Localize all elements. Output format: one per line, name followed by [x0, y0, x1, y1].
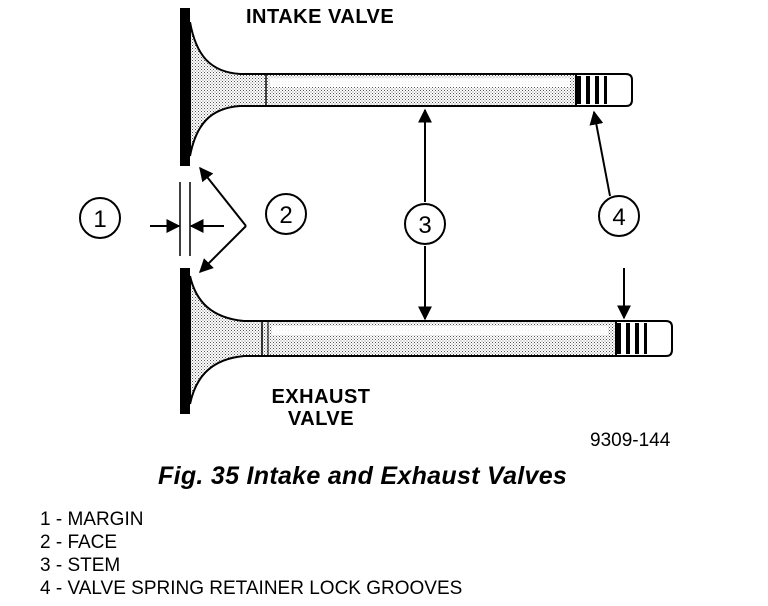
exhaust-valve	[180, 268, 673, 414]
exhaust-lock-grooves	[615, 320, 673, 357]
figure-caption: Fig. 35 Intake and Exhaust Valves	[158, 462, 568, 490]
exhaust-valve-label-line1: EXHAUST	[271, 386, 371, 408]
exhaust-valve-label-line2: VALVE	[287, 408, 355, 430]
figure-code: 9309-144	[590, 430, 671, 451]
callout-1: 1	[79, 197, 121, 239]
legend-item-margin: 1 - MARGIN	[40, 509, 144, 530]
callout-2: 2	[265, 193, 307, 235]
callout-1-number: 1	[93, 206, 106, 233]
intake-valve-head	[180, 8, 190, 166]
groove-arrows	[589, 110, 631, 320]
intake-valve-label: INTAKE VALVE	[246, 6, 395, 28]
callout-4: 4	[598, 195, 640, 237]
legend: 1 - MARGIN 2 - FACE 3 - STEM 4 - VALVE S…	[40, 508, 462, 600]
callout-2-number: 2	[279, 202, 292, 229]
intake-lock-grooves	[575, 73, 633, 107]
exhaust-valve-head	[180, 268, 190, 414]
callout-4-number: 4	[612, 204, 625, 231]
legend-item-stem: 3 - STEM	[40, 555, 121, 576]
exhaust-valve-stem	[189, 275, 617, 405]
legend-item-face: 2 - FACE	[40, 532, 118, 553]
callout-3-number: 3	[418, 212, 431, 239]
callout-3: 3	[404, 203, 446, 245]
exhaust-valve-label: EXHAUST VALVE	[266, 386, 376, 430]
legend-item-lock-grooves: 4 - VALVE SPRING RETAINER LOCK GROOVES	[40, 578, 463, 599]
intake-valve-stem	[189, 21, 577, 157]
intake-valve	[180, 8, 633, 166]
margin-indicator	[150, 182, 224, 256]
face-leader-lines	[199, 166, 247, 273]
